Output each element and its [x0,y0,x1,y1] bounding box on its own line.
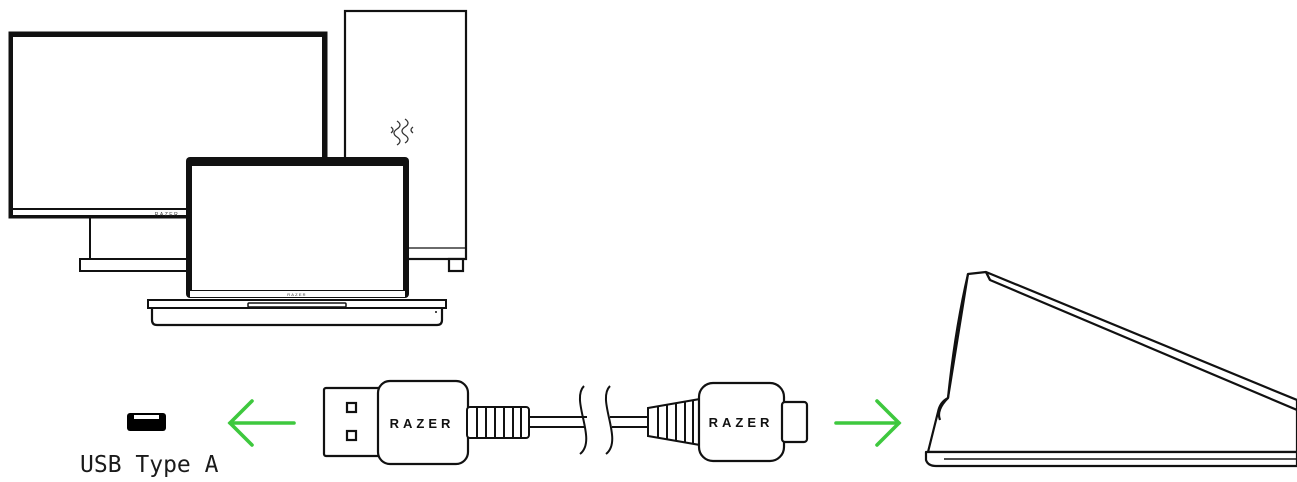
usb-a-connector [322,379,470,466]
cable-break-marks [578,385,614,455]
charging-dock [924,270,1297,468]
arrow-left-icon [227,399,296,447]
monitor-brand-label: RAZER [155,212,179,218]
laptop-brand-label: RAZER [287,292,307,297]
usb-a-brand-label: RAZER [390,416,455,431]
laptop: RAZER [147,157,447,327]
cable-segment-left [529,416,587,428]
port-label: USB Type A [80,452,219,478]
usb-a-strain-relief [466,406,530,439]
usb-c-connector [697,381,809,463]
usb-type-a-port-icon [127,413,166,431]
razer-snake-logo-icon [390,118,414,146]
arrow-right-icon [834,399,902,447]
usb-c-strain-relief [647,397,701,447]
cable-segment-right [610,416,650,428]
usb-c-brand-label: RAZER [709,415,774,430]
